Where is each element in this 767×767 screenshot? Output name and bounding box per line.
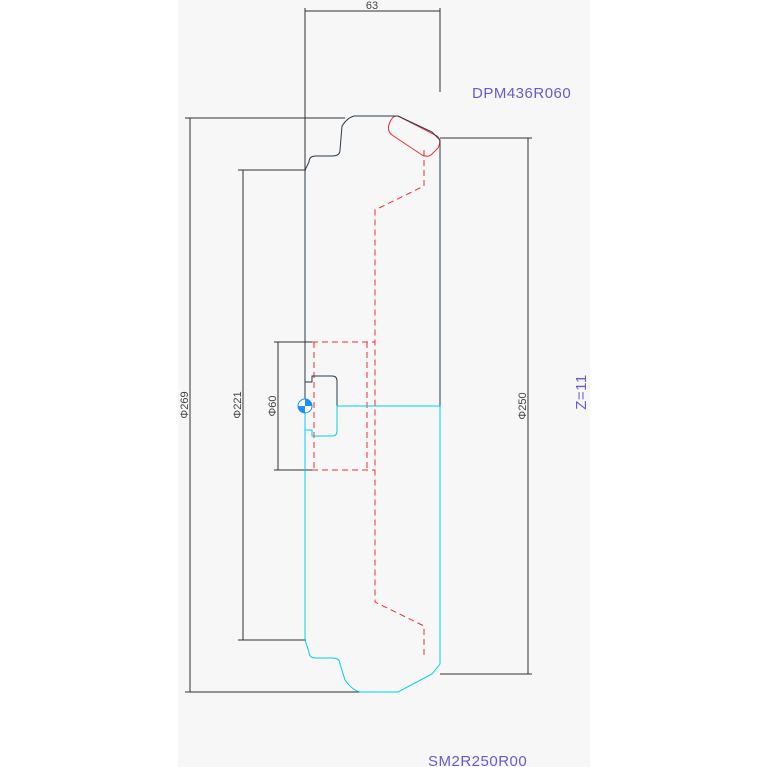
- tooth-tip-outline: [387, 115, 441, 157]
- center-quadrant-3: [298, 406, 305, 413]
- part-label-top: DPM436R060: [472, 85, 571, 102]
- hidden-tooth-profile: [374, 150, 425, 656]
- dimension-width: 63: [304, 0, 441, 330]
- dimension-d269: Φ269: [179, 117, 360, 693]
- gear-profile-upper: [304, 115, 441, 407]
- dim-label-d60: Φ60: [267, 395, 279, 416]
- dim-label-width: 63: [366, 0, 378, 12]
- dimension-d60: Φ60: [267, 341, 316, 471]
- center-mark: [297, 398, 313, 414]
- dim-label-d221: Φ221: [232, 391, 244, 418]
- hidden-lines: [312, 150, 425, 656]
- gear-profile-lower: [304, 405, 441, 693]
- drawing-panel: [178, 0, 590, 767]
- dim-label-d250: Φ250: [517, 392, 529, 419]
- center-quadrant-1: [305, 399, 312, 406]
- dimension-d221: Φ221: [232, 169, 306, 641]
- dim-label-d269: Φ269: [179, 391, 191, 418]
- part-label-bottom: SM2R250R00: [428, 753, 527, 767]
- tooth-count-label: Z=11: [573, 374, 590, 410]
- dimension-d250: Φ250: [440, 137, 532, 675]
